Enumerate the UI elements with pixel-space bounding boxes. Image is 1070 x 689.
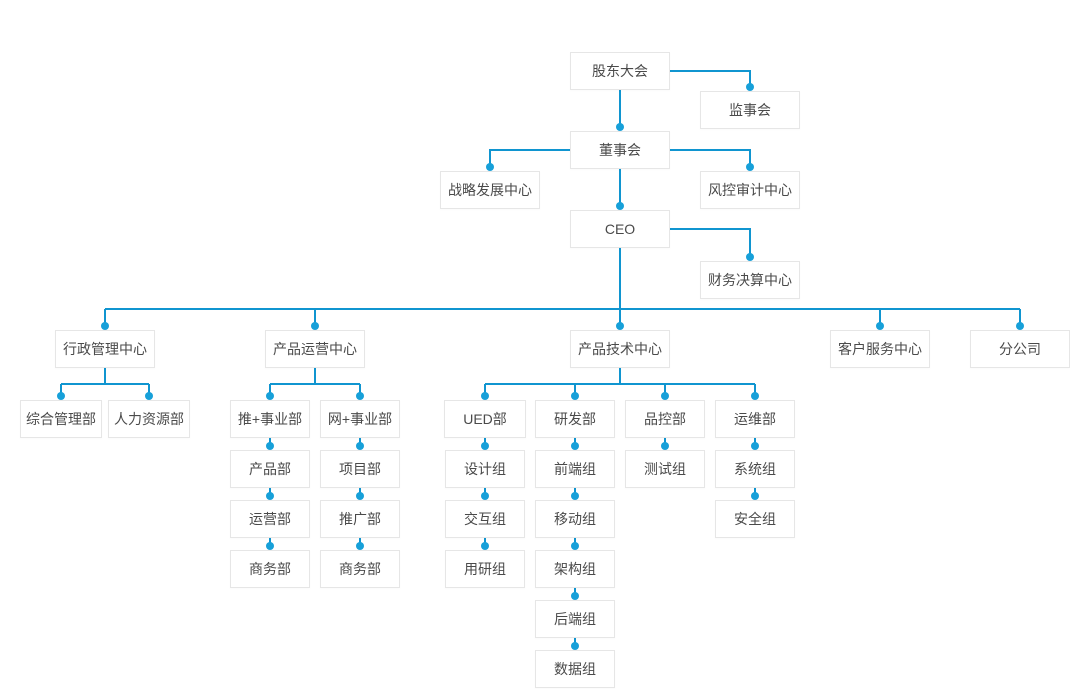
org-node-ued-dept: UED部 — [444, 400, 526, 438]
org-node-label: 商务部 — [249, 561, 291, 577]
org-node-admin-center: 行政管理中心 — [55, 330, 155, 368]
org-node-label: 前端组 — [554, 461, 596, 477]
org-node-label: 行政管理中心 — [63, 341, 147, 357]
org-node-strategy-dev-center: 战略发展中心 — [440, 171, 540, 209]
org-node-system-group: 系统组 — [715, 450, 795, 488]
org-node-label: UED部 — [463, 411, 507, 427]
org-node-wang-division: 网+事业部 — [320, 400, 400, 438]
org-node-label: 项目部 — [339, 461, 381, 477]
org-node-label: 推+事业部 — [237, 411, 303, 427]
org-node-label: 架构组 — [554, 561, 596, 577]
org-node-label: 商务部 — [339, 561, 381, 577]
org-node-shareholders-meeting: 股东大会 — [570, 52, 670, 90]
org-node-security-group: 安全组 — [715, 500, 795, 538]
org-node-label: 设计组 — [464, 461, 506, 477]
org-node-risk-audit-center: 风控审计中心 — [700, 171, 800, 209]
org-node-label: 移动组 — [554, 511, 596, 527]
org-node-product-ops-center: 产品运营中心 — [265, 330, 365, 368]
org-node-tui-division: 推+事业部 — [230, 400, 310, 438]
org-node-user-research-group: 用研组 — [445, 550, 525, 588]
org-node-ops-maintenance-dept: 运维部 — [715, 400, 795, 438]
org-node-label: 董事会 — [599, 142, 641, 158]
org-node-mobile-group: 移动组 — [535, 500, 615, 538]
org-node-label: 测试组 — [644, 461, 686, 477]
org-node-backend-group: 后端组 — [535, 600, 615, 638]
org-node-label: 产品运营中心 — [273, 341, 357, 357]
org-node-label: 综合管理部 — [26, 411, 96, 427]
org-node-label: 数据组 — [554, 661, 596, 677]
org-node-label: 后端组 — [554, 611, 596, 627]
org-node-label: 系统组 — [734, 461, 776, 477]
org-node-label: 运维部 — [734, 411, 776, 427]
org-node-label: 人力资源部 — [114, 411, 184, 427]
org-node-product-dept: 产品部 — [230, 450, 310, 488]
org-node-label: 运营部 — [249, 511, 291, 527]
org-node-label: 交互组 — [464, 511, 506, 527]
org-node-frontend-group: 前端组 — [535, 450, 615, 488]
org-node-branch-company: 分公司 — [970, 330, 1070, 368]
org-node-architecture-group: 架构组 — [535, 550, 615, 588]
org-node-finance-center: 财务决算中心 — [700, 261, 800, 299]
org-node-label: 用研组 — [464, 561, 506, 577]
org-node-label: 战略发展中心 — [448, 182, 532, 198]
org-node-operations-dept: 运营部 — [230, 500, 310, 538]
org-node-business-dept-2: 商务部 — [320, 550, 400, 588]
org-node-label: 网+事业部 — [327, 411, 393, 427]
org-node-design-group: 设计组 — [445, 450, 525, 488]
org-node-ceo: CEO — [570, 210, 670, 248]
org-node-label: CEO — [604, 221, 636, 237]
org-node-business-dept-1: 商务部 — [230, 550, 310, 588]
org-node-label: 产品部 — [249, 461, 291, 477]
org-node-label: 安全组 — [734, 511, 776, 527]
org-node-label: 风控审计中心 — [708, 182, 792, 198]
org-node-label: 品控部 — [644, 411, 686, 427]
org-node-project-dept: 项目部 — [320, 450, 400, 488]
org-node-general-mgmt-dept: 综合管理部 — [20, 400, 102, 438]
org-node-promotion-dept: 推广部 — [320, 500, 400, 538]
org-node-label: 分公司 — [999, 341, 1041, 357]
org-node-label: 股东大会 — [592, 63, 648, 79]
org-node-customer-service-center: 客户服务中心 — [830, 330, 930, 368]
org-node-supervisory-board: 监事会 — [700, 91, 800, 129]
org-node-testing-group: 测试组 — [625, 450, 705, 488]
org-node-label: 财务决算中心 — [708, 272, 792, 288]
org-node-label: 产品技术中心 — [578, 341, 662, 357]
org-node-label: 客户服务中心 — [838, 341, 922, 357]
org-node-board-of-directors: 董事会 — [570, 131, 670, 169]
org-node-label: 推广部 — [339, 511, 381, 527]
org-node-label: 监事会 — [729, 102, 771, 118]
org-node-rd-dept: 研发部 — [535, 400, 615, 438]
org-node-label: 研发部 — [554, 411, 596, 427]
org-node-product-tech-center: 产品技术中心 — [570, 330, 670, 368]
org-node-data-group: 数据组 — [535, 650, 615, 688]
org-node-qc-dept: 品控部 — [625, 400, 705, 438]
org-node-interaction-group: 交互组 — [445, 500, 525, 538]
org-node-hr-dept: 人力资源部 — [108, 400, 190, 438]
